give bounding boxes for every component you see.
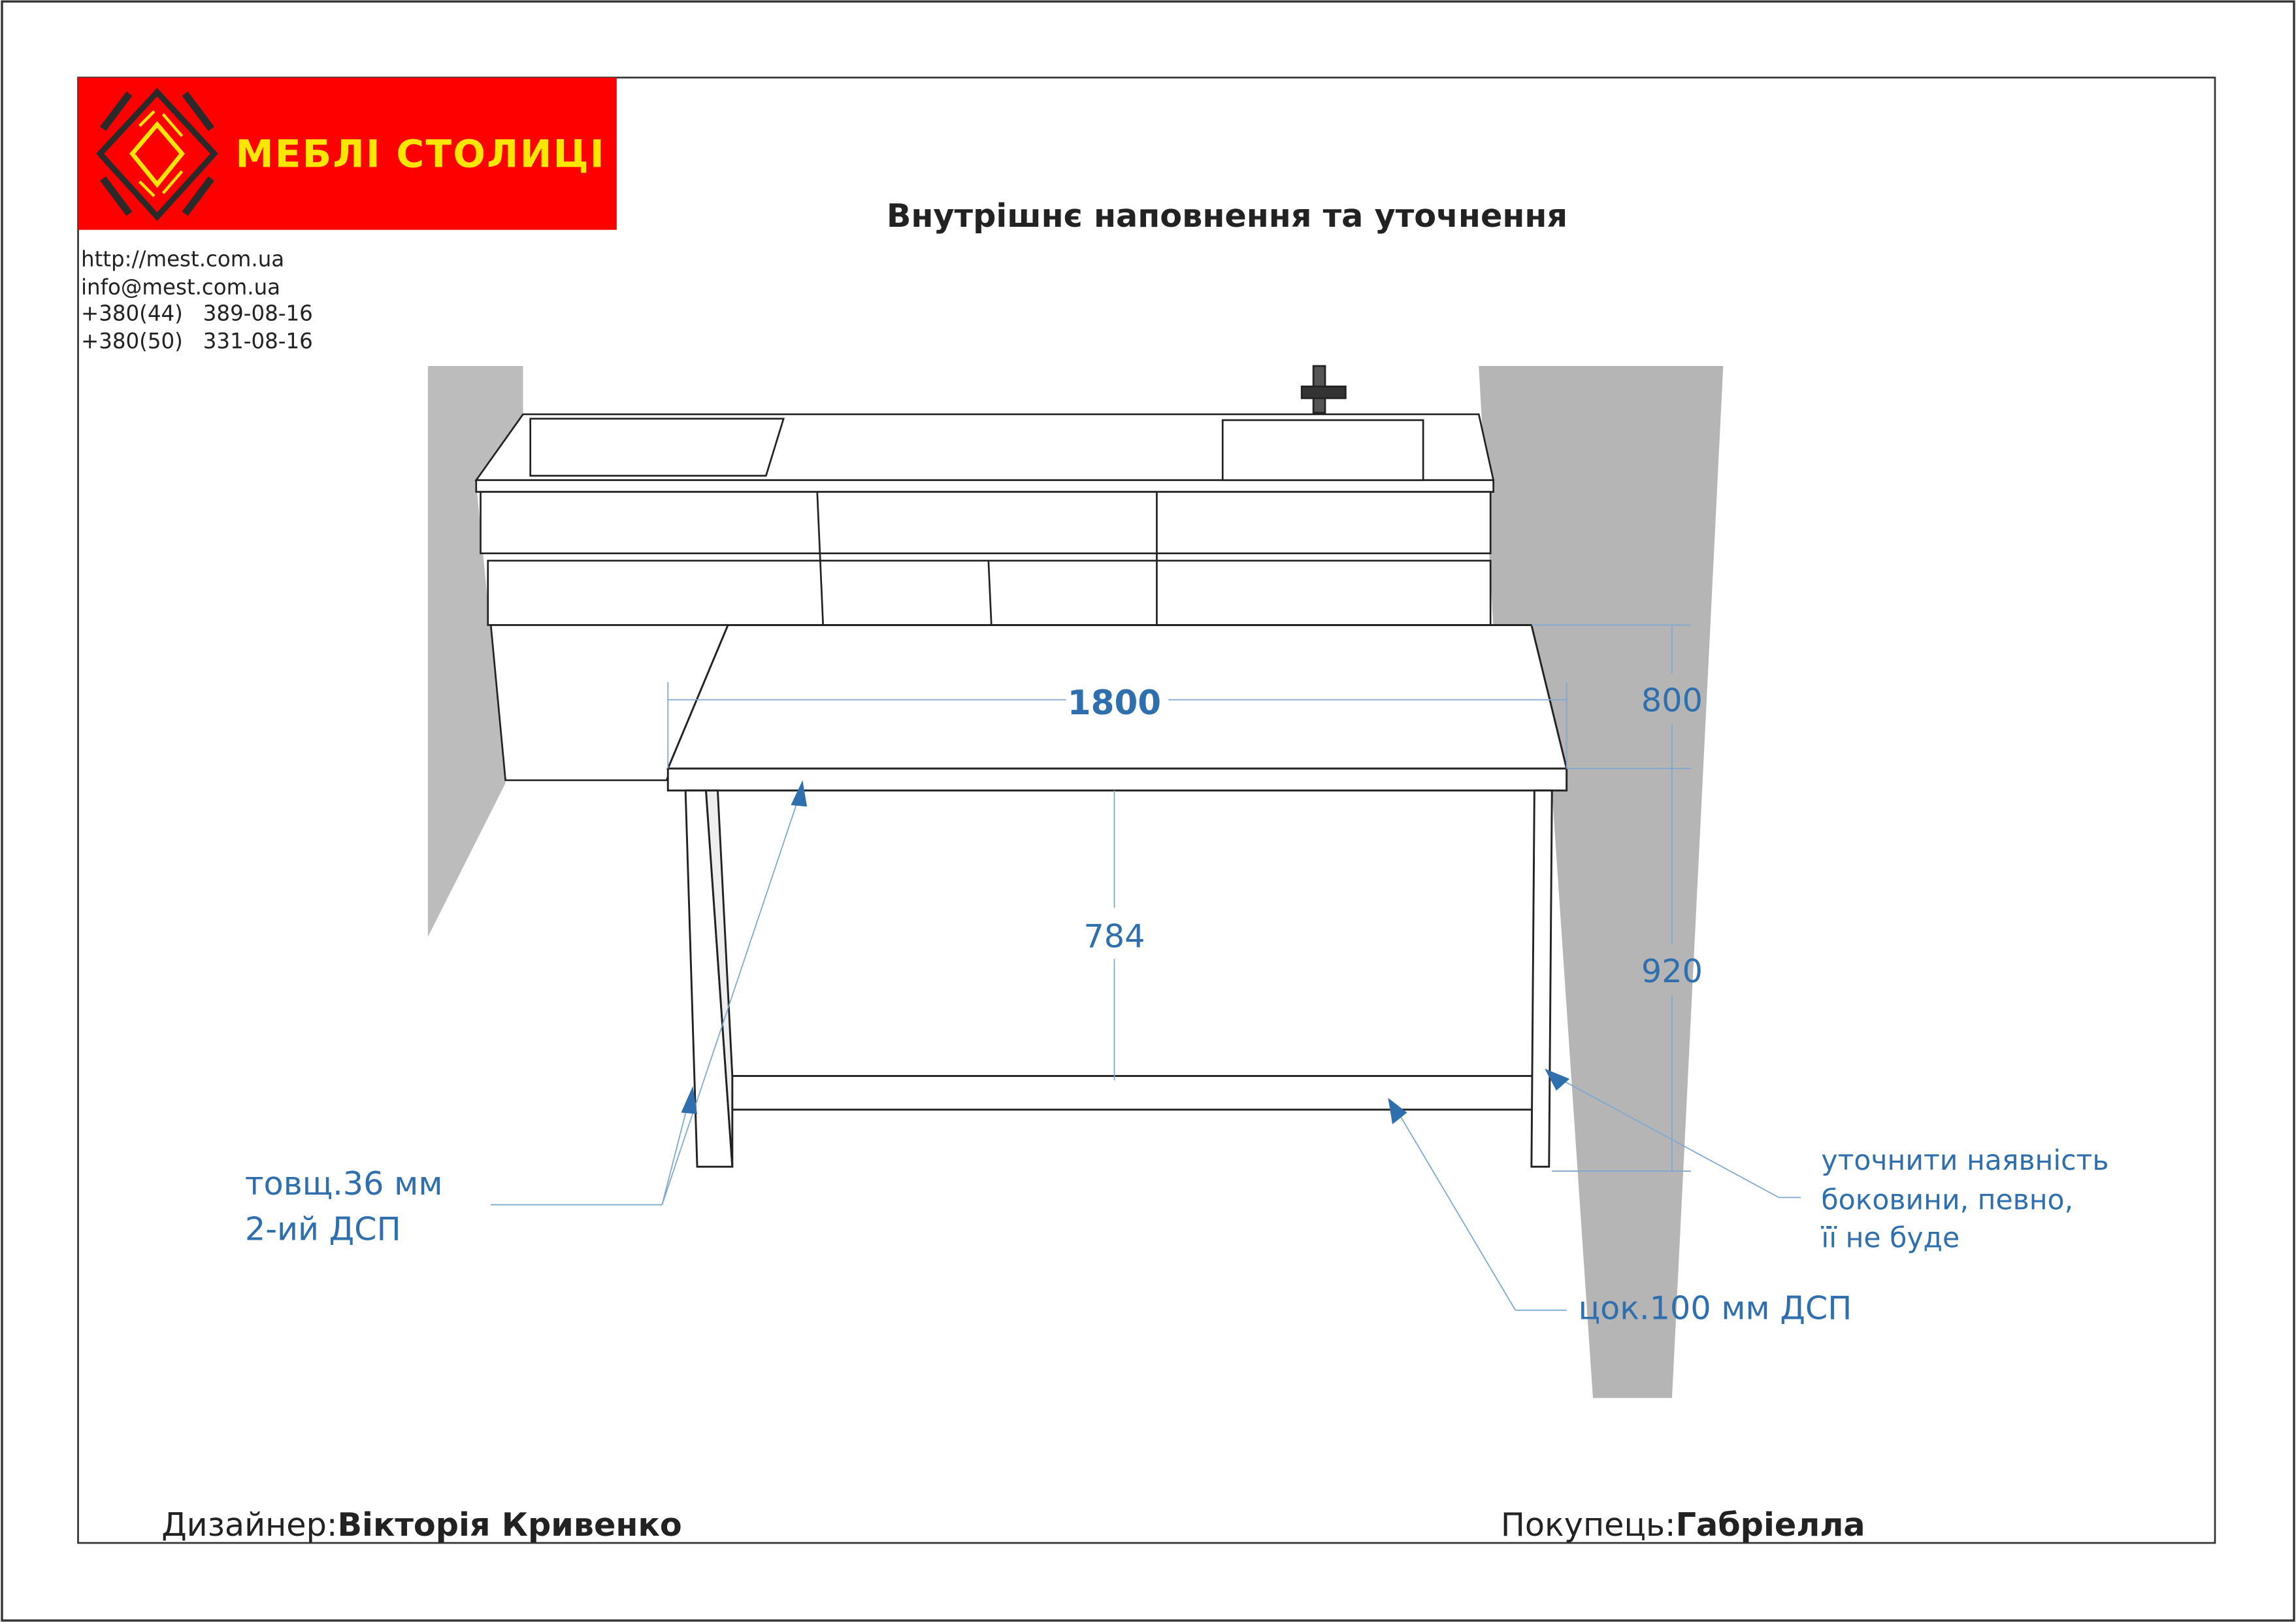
arrow-icon	[1545, 1068, 1570, 1091]
brand-logo: МЕБЛІ СТОЛИЦІ	[78, 77, 617, 230]
side-note-line1: уточнити наявність	[1821, 1144, 2108, 1177]
arrow-icon	[681, 1086, 698, 1114]
plinth	[727, 1074, 1534, 1111]
thickness-note-line1: товщ.36 мм	[245, 1165, 443, 1202]
side-note-line3: її не буде	[1820, 1222, 1960, 1255]
phone-2: +380(50) 331-08-16	[81, 329, 313, 354]
email-link[interactable]: info@mest.com.ua	[81, 274, 280, 299]
dimension-lines	[491, 624, 1801, 1311]
left-wall	[427, 366, 523, 937]
kitchen-cabinets	[474, 365, 1495, 782]
designer-label: Дизайнер:	[161, 1506, 337, 1544]
sink	[1221, 419, 1424, 482]
inner-frame	[77, 76, 2216, 1544]
customer-name: Габріелла	[1676, 1506, 1865, 1544]
designer-name: Вікторія Кривенко	[338, 1506, 682, 1544]
arrow-icon	[1388, 1098, 1407, 1125]
brand-name: МЕБЛІ СТОЛИЦІ	[236, 131, 606, 176]
right-wall	[1479, 366, 1724, 1399]
diamond-logo-icon	[96, 88, 218, 222]
total-height-dimension: 920	[1641, 952, 1703, 990]
thickness-note-line2: 2-ий ДСП	[245, 1210, 401, 1248]
plinth-note: цок.100 мм ДСП	[1579, 1289, 1852, 1327]
cooktop	[529, 418, 785, 477]
side-note-line2: боковини, певно,	[1821, 1183, 2073, 1216]
phone-1: +380(44) 389-08-16	[81, 301, 313, 326]
customer-field: Покупець:Габріелла	[1501, 1506, 1865, 1544]
clear-height-dimension: 784	[1083, 917, 1145, 955]
width-dimension: 1800	[1068, 684, 1161, 723]
designer-field: Дизайнер:Вікторія Кривенко	[161, 1506, 682, 1544]
page-title: Внутрішнє наповнення та уточнення	[887, 197, 1567, 235]
faucet-icon	[1300, 365, 1347, 414]
website-link[interactable]: http://mest.com.ua	[81, 247, 284, 272]
arrow-icon	[791, 780, 808, 807]
arrow-icons	[681, 780, 1570, 1125]
bar-table	[666, 624, 1568, 1168]
contacts: http://mest.com.ua info@mest.com.ua +380…	[81, 247, 313, 354]
top-height-dimension: 800	[1641, 682, 1703, 720]
right-leg	[1530, 789, 1553, 1168]
customer-label: Покупець:	[1501, 1506, 1676, 1544]
